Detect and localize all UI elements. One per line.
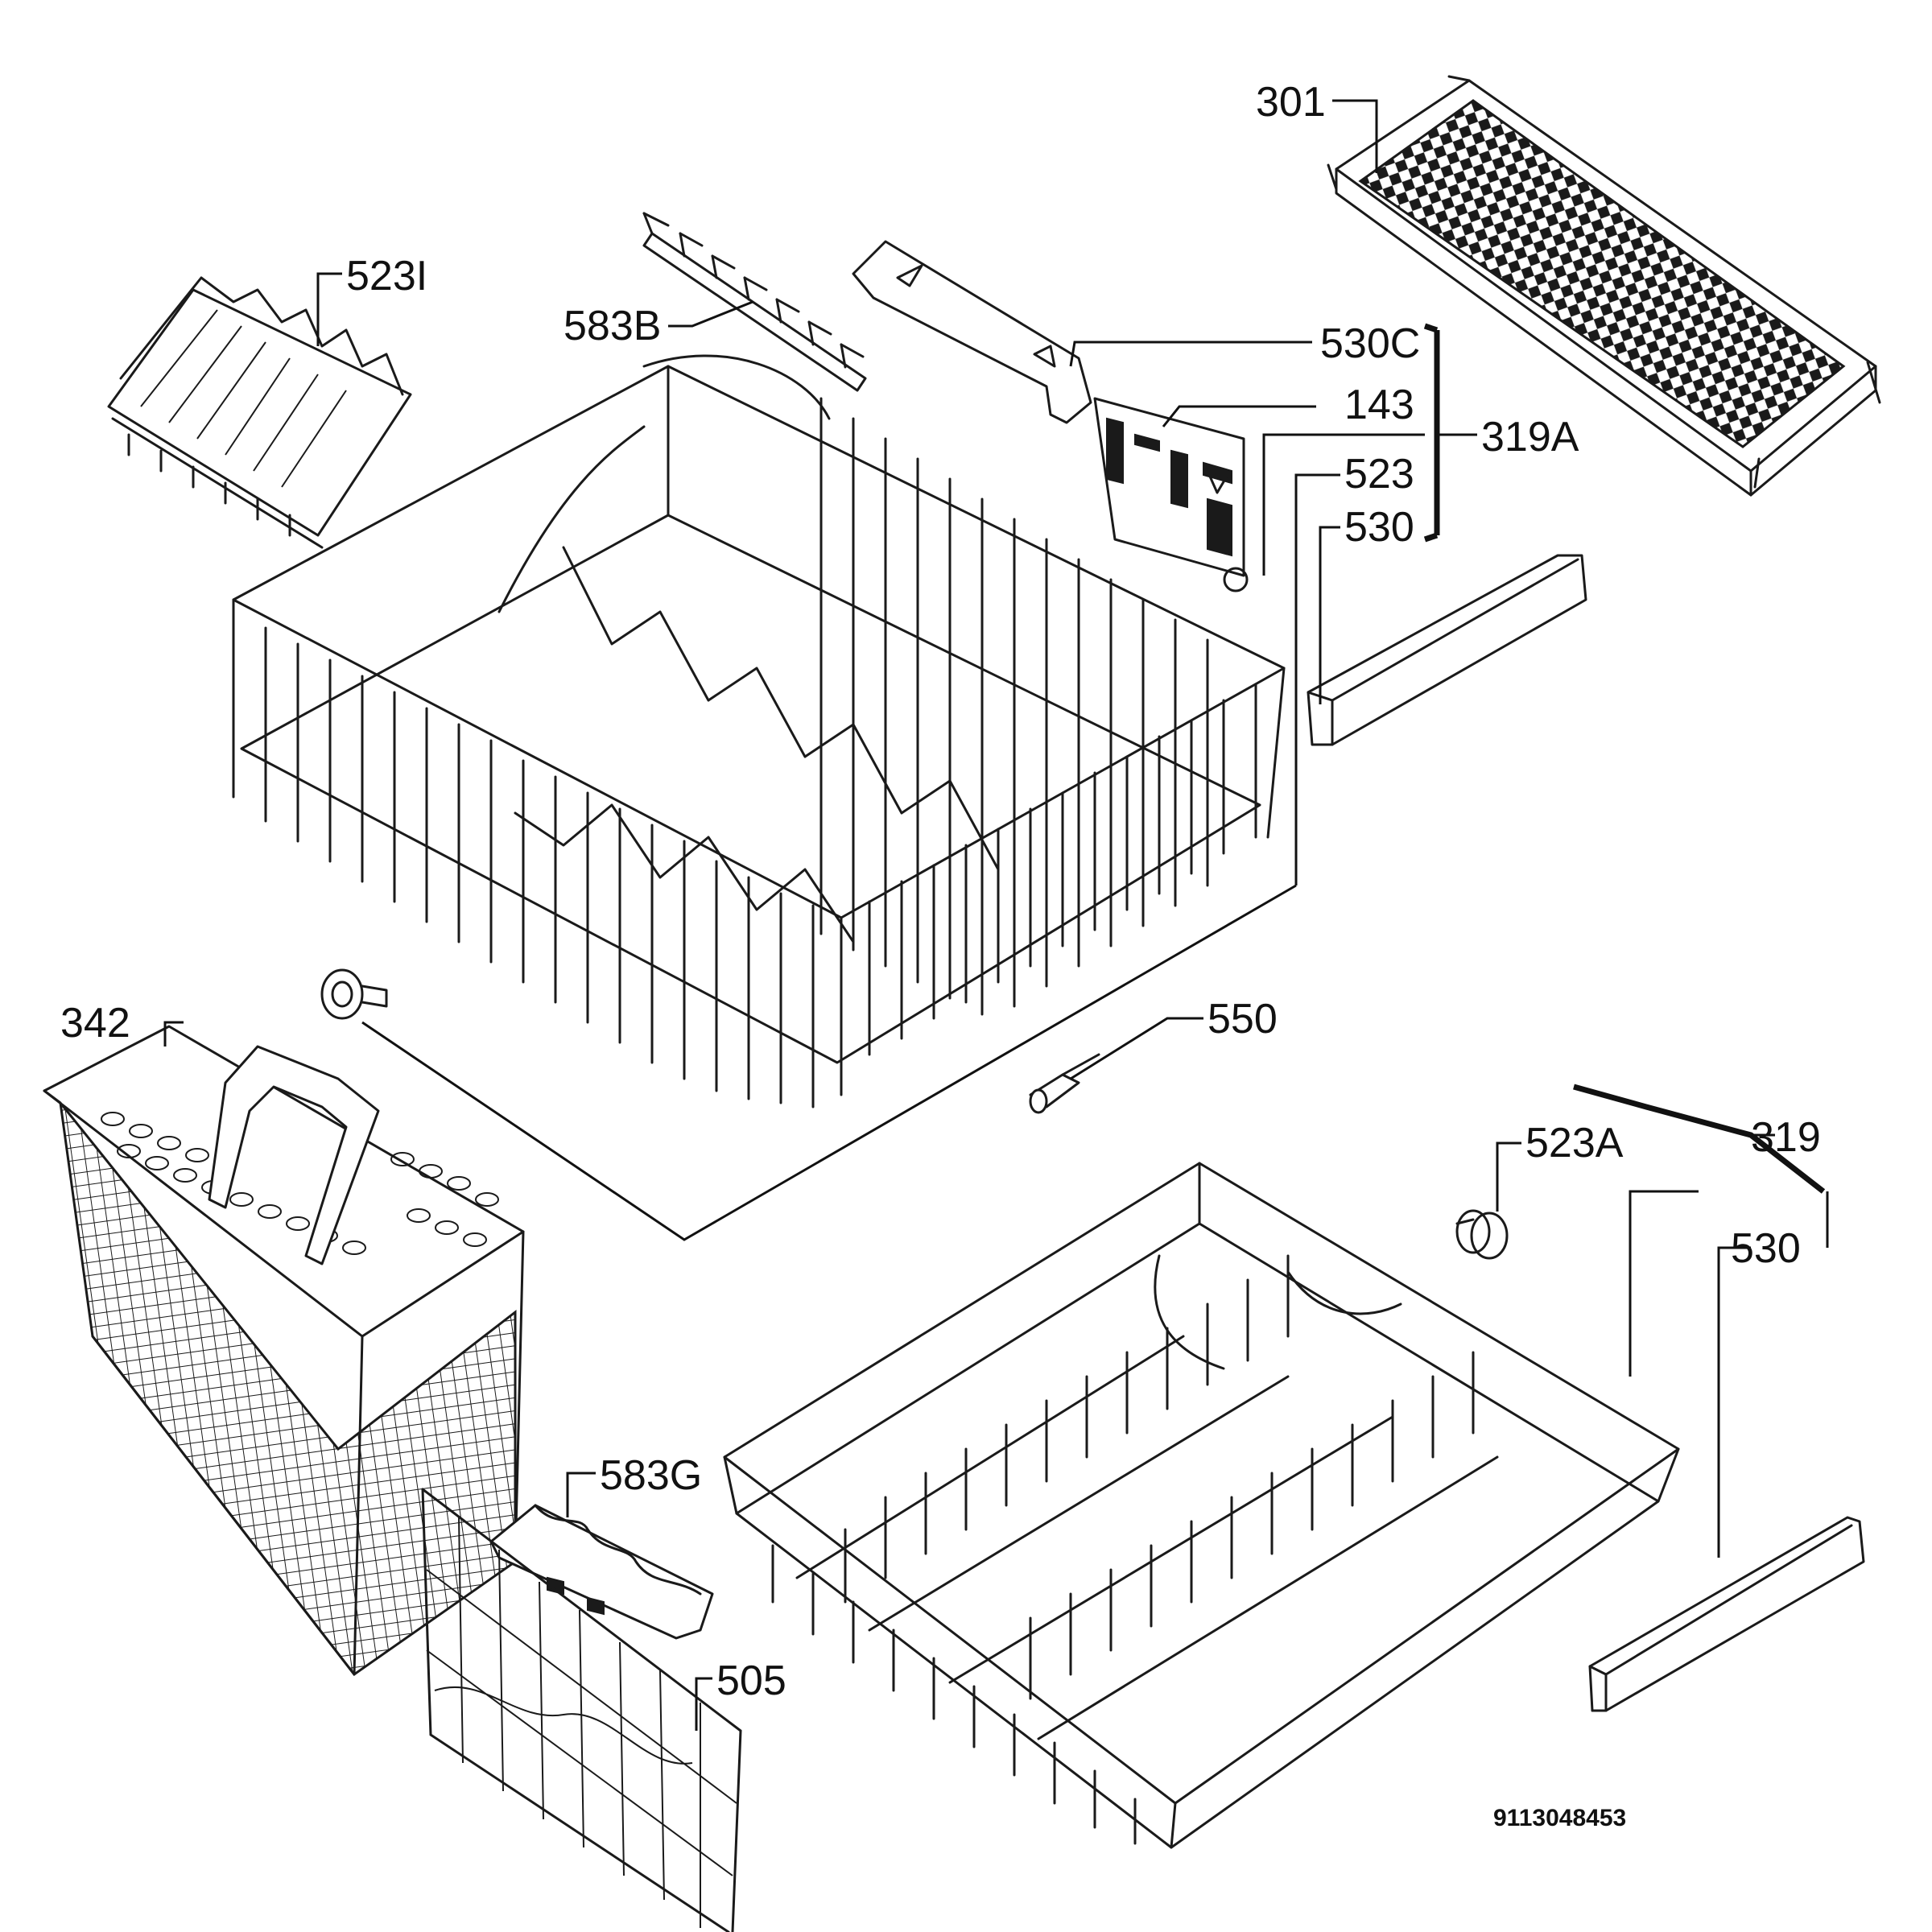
label-143: 143 bbox=[1344, 382, 1414, 428]
label-530c: 530C bbox=[1320, 320, 1420, 367]
label-301: 301 bbox=[1256, 79, 1326, 126]
label-505: 505 bbox=[716, 1657, 786, 1704]
label-523: 523 bbox=[1344, 451, 1414, 497]
bracket-plate-143 bbox=[1093, 397, 1249, 592]
rack-wheel-upper bbox=[320, 968, 388, 1020]
side-rail-530-bottom bbox=[1588, 1516, 1865, 1712]
cutlery-basket-342 bbox=[43, 1025, 525, 1677]
clip-583g bbox=[489, 1504, 714, 1640]
leader-lines bbox=[163, 99, 1829, 1731]
label-530-bottom: 530 bbox=[1731, 1225, 1801, 1272]
label-319a: 319A bbox=[1481, 414, 1579, 460]
label-523a: 523A bbox=[1525, 1120, 1624, 1166]
label-550: 550 bbox=[1208, 996, 1278, 1042]
part-labels: 301 523I 583B 530C 143 319A 523 530 342 … bbox=[60, 79, 1821, 1831]
rack-wheel-523a bbox=[1455, 1209, 1509, 1260]
lower-dish-rack bbox=[723, 1162, 1680, 1849]
label-342: 342 bbox=[60, 1000, 130, 1046]
handle-530c bbox=[852, 240, 1092, 424]
side-rail-530-top bbox=[1307, 554, 1587, 746]
label-530-top: 530 bbox=[1344, 504, 1414, 551]
cup-rack-insert-523i bbox=[107, 276, 412, 549]
label-583b: 583B bbox=[564, 303, 661, 349]
tine-strip-583b bbox=[642, 212, 867, 392]
upper-dish-rack bbox=[232, 354, 1286, 1108]
wire-insert-505 bbox=[421, 1488, 742, 1932]
label-583g: 583G bbox=[600, 1452, 702, 1499]
document-number: 9113048453 bbox=[1493, 1805, 1626, 1831]
label-319: 319 bbox=[1751, 1114, 1821, 1161]
pin-550 bbox=[1029, 1053, 1100, 1114]
cutlery-tray-301 bbox=[1327, 75, 1881, 497]
label-523i: 523I bbox=[346, 253, 427, 299]
